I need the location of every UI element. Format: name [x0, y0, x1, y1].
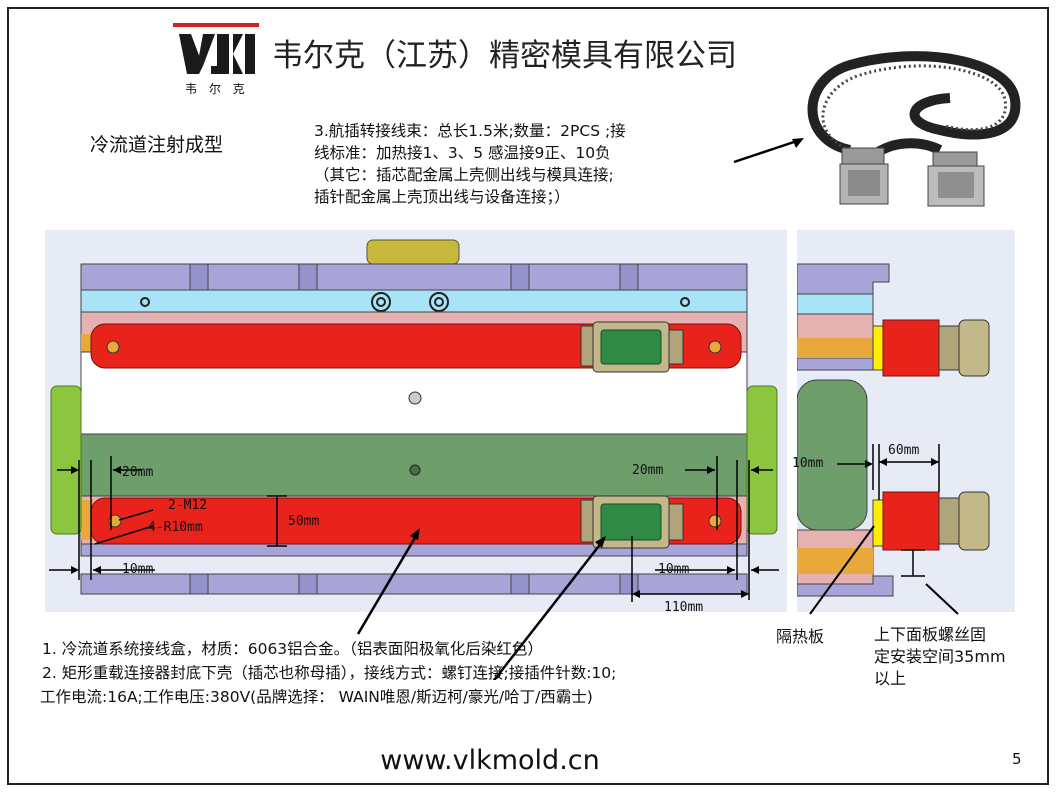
note-3: 工作电流:16A;工作电压:380V(品牌选择： WAIN唯恩/斯迈柯/豪光/哈…	[40, 688, 593, 706]
page-number: 5	[1012, 750, 1022, 768]
bolt-space-line-3: 以上	[874, 669, 907, 688]
slide-frame	[7, 7, 1049, 785]
website-url: www.vlkmold.cn	[0, 745, 980, 776]
dim-m12: 2-M12	[168, 498, 208, 513]
cable-spec-line-4: 插针配金属上壳顶出线与设备连接；）	[314, 188, 570, 206]
bolt-space-line-2: 定安装空间35mm	[874, 647, 1006, 666]
bolt-space-line-1: 上下面板螺丝固	[874, 625, 987, 644]
dim-110mm: 110mm	[664, 600, 704, 615]
logo-subtext: 韦 尔 克	[185, 82, 249, 96]
side-leader-lines	[809, 525, 959, 615]
side-view-svg	[796, 263, 990, 597]
pointer-arrow-cable	[733, 138, 804, 164]
dim-20mm-left: 20mm	[122, 465, 154, 480]
dim-r10: 4-R10mm	[148, 520, 203, 535]
cable-spec-line-1: 3.航插转接线束：总长1.5米;数量：2PCS ;接	[314, 122, 626, 140]
dim-10mm-right: 10mm	[658, 562, 690, 577]
cable-spec-line-2: 线标准：加热接1、3、5 感温接9正、10负	[314, 144, 611, 162]
company-name: 韦尔克（江苏）精密模具有限公司	[272, 38, 737, 74]
heat-shield-label: 隔热板	[776, 627, 825, 646]
note-1: 1. 冷流道系统接线盒，材质：6063铝合金。（铝表面阳极氧化后染红色）	[42, 640, 543, 658]
logo-accent-bar	[173, 23, 259, 27]
note-leader-lines	[356, 528, 606, 680]
side-view-drawing	[796, 230, 1015, 612]
website-url-text: www.vlkmold.cn	[380, 745, 600, 776]
notes-block: 1. 冷流道系统接线盒，材质：6063铝合金。（铝表面阳极氧化后染红色） 2. …	[40, 637, 617, 709]
bolt-space-label: 上下面板螺丝固 定安装空间35mm 以上	[874, 624, 1006, 690]
dim-50mm: 50mm	[288, 514, 320, 529]
note-2: 2. 矩形重载连接器封底下壳（插芯也称母插），接线方式：螺钉连接;接插件针数:1…	[42, 664, 617, 682]
cable-spec-text: 3.航插转接线束：总长1.5米;数量：2PCS ;接 线标准：加热接1、3、5 …	[314, 120, 784, 208]
cable-spec-line-3: （其它：插芯配金属上壳侧出线与模具连接;	[314, 166, 614, 184]
slide-subtitle: 冷流道注射成型	[90, 134, 224, 156]
dim-10mm-left: 10mm	[122, 562, 154, 577]
dim-20mm-right: 20mm	[632, 463, 664, 478]
dim-side-60mm: 60mm	[888, 443, 920, 458]
vlk-logo	[177, 30, 257, 80]
cable-harness-image	[807, 51, 1021, 207]
dim-side-10mm: 10mm	[792, 456, 824, 471]
